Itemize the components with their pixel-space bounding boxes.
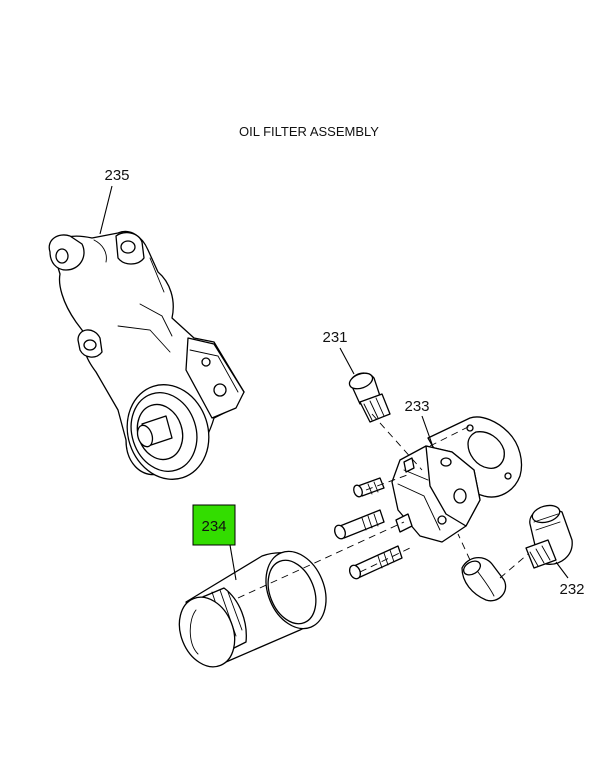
callout-234-label: 234 xyxy=(201,518,226,535)
callout-232: 232 xyxy=(555,561,585,598)
callout-233: 233 xyxy=(404,398,433,445)
elbow-fitting xyxy=(461,557,507,602)
part-231-fitting xyxy=(348,372,391,423)
callout-234-highlight xyxy=(192,504,236,546)
part-234-oil-filter xyxy=(178,550,327,668)
callout-231: 231 xyxy=(322,329,355,375)
callout-232-label: 232 xyxy=(559,581,584,598)
diagram-title: OIL FILTER ASSEMBLY xyxy=(239,124,379,139)
callout-234: 234 xyxy=(192,504,237,581)
callout-231-label: 231 xyxy=(322,329,347,346)
bolt-upper xyxy=(353,477,385,498)
bolts xyxy=(334,477,403,580)
alignment-lines xyxy=(237,413,529,599)
bolt-lower xyxy=(348,545,403,580)
part-235-housing xyxy=(48,230,245,480)
callout-235: 235 xyxy=(99,167,130,235)
bolt-middle xyxy=(334,509,385,540)
part-232-elbow xyxy=(525,504,573,569)
callout-235-label: 235 xyxy=(104,167,129,184)
callout-233-label: 233 xyxy=(404,398,429,415)
part-233-adapter xyxy=(391,416,523,543)
